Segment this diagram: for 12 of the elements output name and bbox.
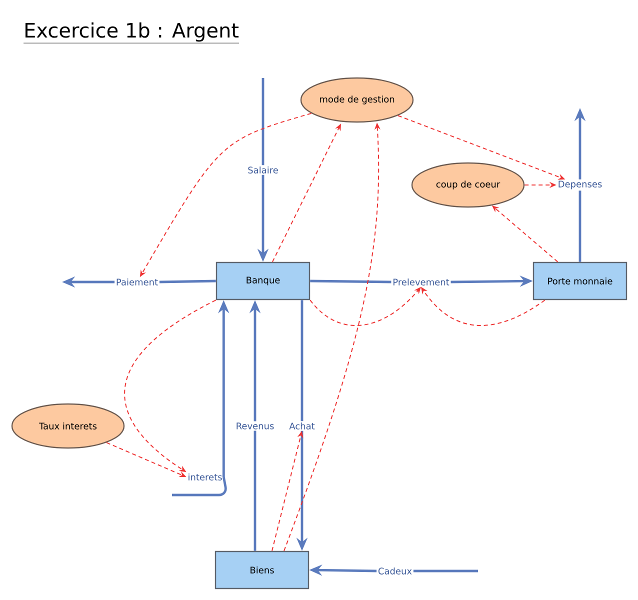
title: Excercice 1b : Argent xyxy=(23,22,240,44)
flow-label: Achat xyxy=(288,421,316,431)
flow-label: Salaire xyxy=(246,165,280,175)
stock-box: Biens xyxy=(214,550,310,590)
flow-label: Depenses xyxy=(556,180,604,190)
flow-label: Cadeux xyxy=(376,566,414,576)
flow-label: Prelevement xyxy=(391,277,451,287)
flow-label: Paiement xyxy=(114,277,160,287)
stock-box: Porte monnaie xyxy=(532,262,628,300)
flow-label: interets xyxy=(186,472,224,482)
stock-box: Banque xyxy=(216,262,310,300)
flow-label: Revenus xyxy=(234,421,276,431)
